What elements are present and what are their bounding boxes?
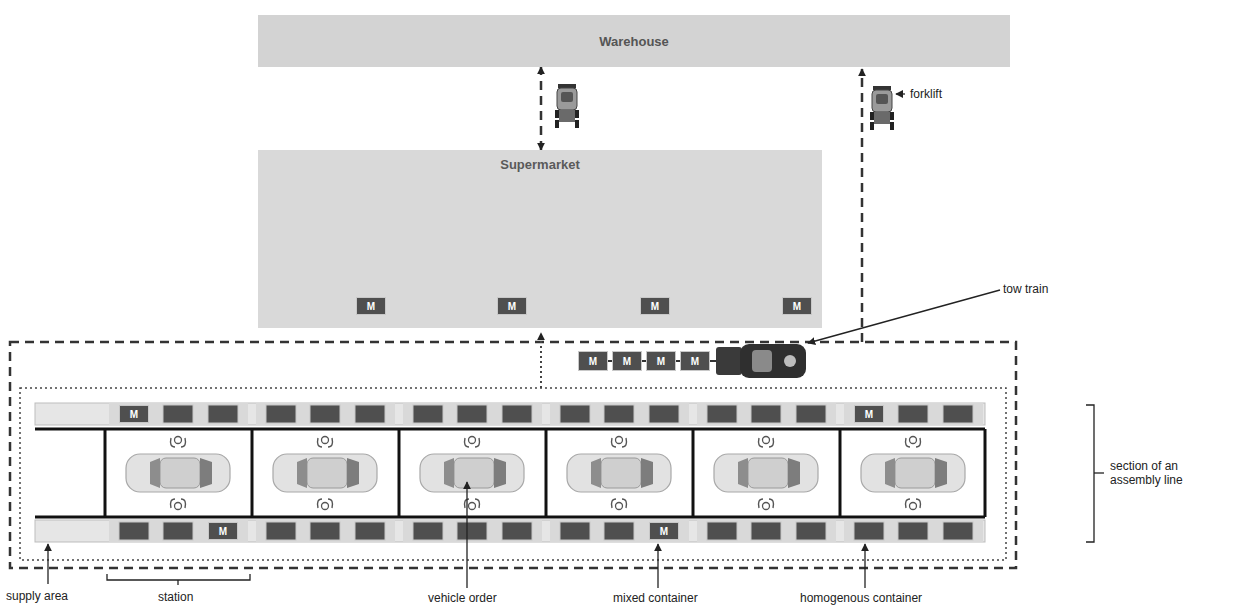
node-label: M [793,301,801,312]
node-label: M [691,356,699,367]
storage-box: Warehouse [258,15,1010,67]
node-label: M [651,301,659,312]
node-label: M [508,301,516,312]
supermarket-box: SupermarketM M M M [258,150,822,328]
annotation-label: mixed container [613,591,698,605]
node-label: M [657,356,665,367]
mixed-container: M [649,522,679,540]
mixed-container: M [640,297,670,315]
train-wagon: M [680,351,710,371]
train-wagon: M [612,351,642,371]
annotation-label: supply area [6,589,68,603]
node-label: Warehouse [599,34,669,49]
train-wagon: M [646,351,676,371]
mixed-container: M [356,297,386,315]
node-label: M [660,526,668,537]
node-label: M [219,526,227,537]
node-label: M [623,356,631,367]
mixed-container: M [782,297,812,315]
node-label: Supermarket [500,157,579,172]
node-label: M [865,409,873,420]
annotation-label: tow train [1003,282,1048,296]
annotation-label: section of an assembly line [1110,459,1210,487]
mixed-container: M [208,522,238,540]
train-wagon: M [578,351,608,371]
mixed-container: M [119,405,149,423]
annotation-label: vehicle order [428,591,497,605]
annotation-label: station [158,590,193,604]
annotation-label: homogenous container [800,591,922,605]
node-label: M [130,409,138,420]
mixed-container: M [497,297,527,315]
mixed-container: M [854,405,884,423]
flow-arrow [540,67,543,150]
node-label: M [589,356,597,367]
node-label: M [367,301,375,312]
annotation-label: forklift [910,87,942,101]
